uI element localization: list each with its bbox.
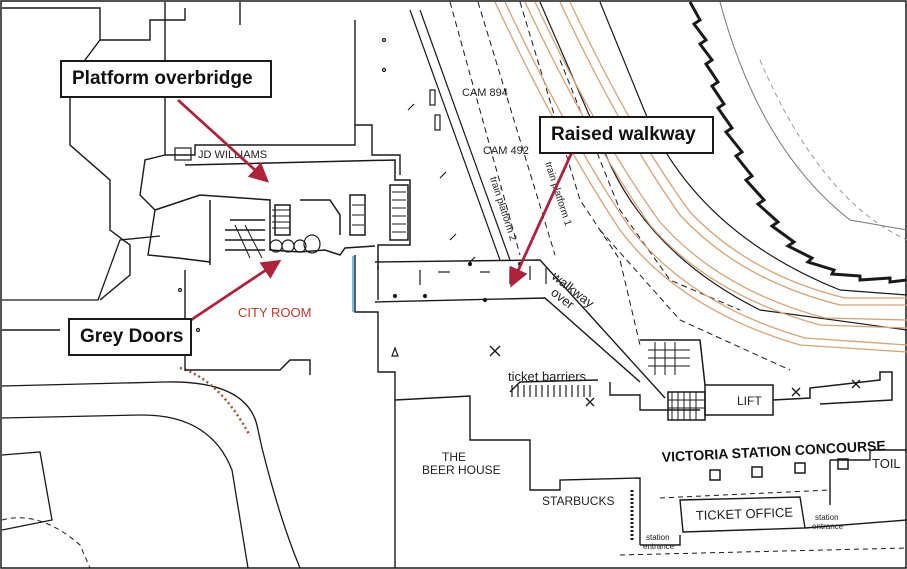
label-starbucks: STARBUCKS	[542, 494, 614, 508]
misc-features	[177, 37, 476, 357]
outer-curve	[719, 1, 907, 231]
concourse-shops	[640, 449, 907, 546]
fence-line	[179, 366, 252, 437]
callout-platform-overbridge: Platform overbridge	[60, 60, 272, 98]
jd-williams-box	[174, 147, 192, 161]
callout-grey-doors: Grey Doors	[68, 318, 192, 356]
label-station-entrance-1a: station	[646, 533, 670, 542]
callout-arrows	[177, 98, 574, 324]
label-station-entrance-1b: entrance	[643, 542, 675, 551]
ticket-barrier-gates	[511, 385, 591, 397]
label-train-platform-1: train platform 1	[542, 161, 573, 228]
label-lift: LIFT	[737, 394, 762, 408]
overbridge-structure	[154, 159, 411, 270]
ticket-hall	[394, 379, 700, 568]
arrow-walkway	[509, 151, 574, 288]
dashed-edge-right	[759, 59, 907, 241]
label-beer-house-2: BEER HOUSE	[422, 463, 501, 477]
label-cam-894: CAM 894	[462, 87, 508, 99]
stair-treads	[234, 191, 406, 259]
rail-tracks	[494, 1, 907, 353]
road-curve	[1, 235, 301, 569]
castellated-wall	[688, 1, 907, 284]
label-city-room: CITY ROOM	[238, 305, 311, 320]
label-toilets: TOIL	[872, 456, 901, 471]
label-jd-williams: JD WILLIAMS	[198, 149, 267, 161]
label-beer-house-1: THE	[442, 450, 466, 464]
walkway-markers	[392, 261, 547, 303]
column-markers	[489, 345, 861, 407]
arrow-overbridge	[177, 98, 269, 183]
label-concourse: VICTORIA STATION CONCOURSE	[661, 437, 886, 465]
walkway-structure	[354, 255, 666, 400]
label-cam-492: CAM 492	[483, 145, 529, 157]
grey-door-circles	[269, 234, 321, 254]
label-ticket-barriers: ticket barriers	[508, 369, 587, 384]
label-station-entrance-2b: entrance	[812, 522, 844, 531]
label-ticket-office: TICKET OFFICE	[696, 505, 794, 523]
label-station-entrance-2a: station	[815, 513, 839, 522]
lift-grid	[648, 342, 705, 420]
arrow-grey-doors	[187, 259, 282, 324]
road-dashed-edge	[1, 517, 91, 569]
building-outlines-left	[2, 2, 401, 375]
callout-raised-walkway: Raised walkway	[539, 116, 714, 154]
concourse-squares	[709, 458, 849, 481]
concourse-dashed	[619, 489, 907, 556]
